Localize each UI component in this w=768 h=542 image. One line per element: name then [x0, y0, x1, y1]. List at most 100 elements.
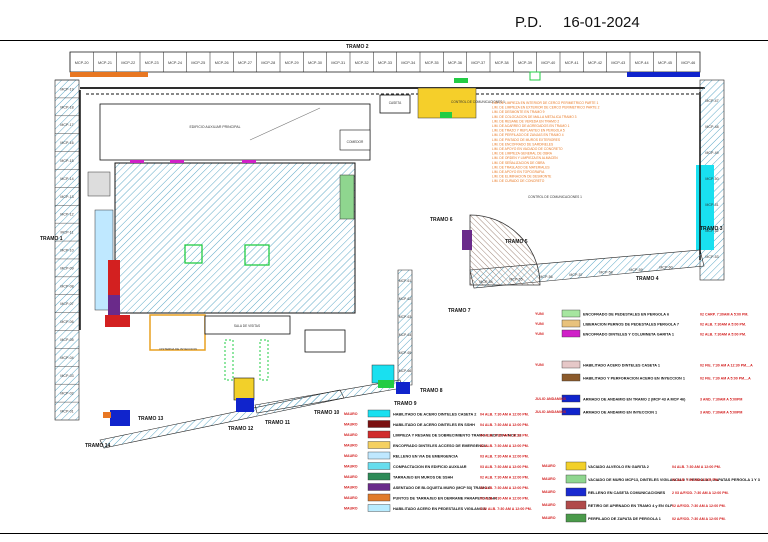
mcp-label-top: MCP-20: [75, 61, 89, 65]
legend-text: HABILITADO Y PERFORACION ACERO EN INYECC…: [583, 377, 685, 381]
legend-detail: 04 ALB. 7:30 AM A 12:00 PM.: [480, 423, 529, 427]
caseta-box: [379, 94, 411, 114]
legend-detail: 3 AND. 7:30AM A 5:00PM: [700, 411, 742, 415]
tramo-label: TRAMO 10: [314, 410, 340, 416]
mcp-label-left: MCP-16: [60, 141, 73, 145]
mcp-label-top: MCP-21: [98, 61, 112, 65]
tramo-label: TRAMO 8: [420, 388, 443, 394]
sala-box: [204, 315, 291, 335]
tramo-label: TRAMO 5: [505, 239, 528, 245]
mcp-label-top: MCP-38: [495, 61, 509, 65]
caseta2-green: [378, 380, 394, 388]
legend-text: LIMPIEZA Y RESANE DE SOBRECIMIENTO TRAMO…: [393, 434, 521, 438]
mcp-label-left: MCP-01: [60, 410, 73, 414]
mcp-label-left: MCP-14: [60, 177, 73, 181]
green-marker: [454, 78, 468, 83]
legend-detail: 02 ALB. 7:30 AM A 12:00 PM.: [480, 476, 529, 480]
mcp-label-left: MCP-15: [60, 159, 73, 163]
legend-text: ARMADO DE ANDAMIO EN INYECCION 1: [583, 411, 657, 415]
tramo-label: TRAMO 4: [636, 276, 659, 282]
legend-tag: MAURO: [344, 475, 358, 479]
legend-tag: MAURO: [344, 423, 358, 427]
legend-detail: 01 ALB. 7:30 AM A 12:00 PM.: [480, 497, 529, 501]
top-rule: [0, 40, 768, 41]
legend-swatch: [367, 430, 391, 439]
aux-line: [249, 107, 321, 141]
quarter-circle: [469, 214, 541, 286]
mcp-label-right: MCP-47: [705, 99, 718, 103]
mcp-label-top: MCP-39: [518, 61, 532, 65]
mcp-label-left: MCP-17: [60, 123, 73, 127]
legend-swatch: [367, 441, 391, 449]
mcp-label-top: MCP-33: [378, 61, 392, 65]
orange-note: LIM. DE APOYO EN TOPOGRAFIA: [492, 170, 545, 174]
legend-swatch: [367, 483, 391, 491]
mcp-label-top: MCP-40: [541, 61, 555, 65]
mcp-label-left: MCP-09: [60, 266, 73, 270]
tramo-label: TRAMO 6: [430, 217, 453, 223]
mcp-label-mid: MCP-58: [599, 270, 612, 274]
legend-detail: 04 ALB. 7:30 AM A 12:00 PM.: [480, 444, 529, 448]
mcp-label-left: MCP-13: [60, 195, 73, 199]
legend-text: RELLENO EN CASETA COMUNICACIONES: [588, 491, 666, 495]
tramo8-blue: [396, 382, 410, 394]
legend-swatch: [367, 451, 391, 460]
mcp-label-left: MCP-12: [60, 213, 73, 217]
orange-bar: [70, 72, 148, 77]
mcp-label-t7: MCP-65: [399, 351, 412, 355]
legend-text: ENCOFRADO DINTELES ACCESO DE EMERGENCIA: [393, 444, 488, 448]
legend-detail: 03 ALB. 7:30 AM A 12:00 PM.: [480, 455, 529, 459]
legend-swatch: [367, 504, 391, 512]
legend-detail: 02 ALB. 7:30 AM A 12:00 PM.: [480, 486, 529, 490]
legend-tag: JULIO ANDAMIOS: [535, 397, 567, 401]
tramo-label: TRAMO 7: [448, 308, 471, 314]
mcp-label-right: MCP-51: [705, 203, 718, 207]
legend-text: PUNTOS DE TARRAJEO EN DERRAME PARAPETO S…: [393, 497, 497, 501]
green-small: [440, 112, 452, 118]
legend-tag: YUNI: [535, 363, 544, 367]
legend-text: ARMADO DE ANDAMIO EN TRAMO 2 (MCP 43 A M…: [583, 398, 686, 402]
mcp-label-top: MCP-30: [308, 61, 322, 65]
mcp-label-top: MCP-34: [401, 61, 415, 65]
orange-note: LIM. DE LIMPIEZA GENERAL DE OBRA: [492, 152, 553, 156]
legend-detail: 04 ALB. 7:30 AM A 12:00 PM.: [480, 413, 529, 417]
room-central-mid: CONTROL DE COMUNICACIONES 1: [528, 195, 582, 199]
mcp-label-left: MCP-08: [60, 284, 73, 288]
legend-text: HABILITADO DE ACERO DINTELES CASETA 2: [393, 413, 476, 417]
legend-detail: 03 ALB. 7:30 AM A 12:00 PM.: [480, 465, 529, 469]
tramo-label: TRAMO 2: [346, 44, 369, 50]
legend-tag: YUNI: [535, 332, 544, 336]
legend-detail: 2 03 A/F/OD. 7:30 AM A 12:00 PM.: [672, 491, 729, 495]
legend-text: RELLENO EN VIA DE EMERGENCIA: [393, 455, 458, 459]
mcp-label-top: MCP-27: [238, 61, 252, 65]
tramo-label: TRAMO 3: [700, 226, 723, 232]
legend-text: TARRAJEO EN MUROS DE SSHH: [393, 476, 453, 480]
legend-swatch: [367, 409, 391, 418]
legend-tag: MAURO: [542, 490, 556, 494]
tramo-label: TRAMO 14: [85, 443, 111, 449]
legend-detail: 02 CARP. 7:30AM A 5:00 PM.: [700, 313, 748, 317]
green-side-block: [339, 174, 355, 220]
orange-note: LIM. DE ORDEN Y LIMPIEZA EN ALMACEN: [492, 156, 558, 160]
mcp-label-left: MCP-18: [60, 105, 73, 109]
legend-swatch: [561, 407, 581, 416]
legend-swatch: [565, 474, 587, 484]
legend-detail: 3 02 ALB. 7:30 AM A 12:00 PM.: [480, 507, 532, 511]
mcp-label-t7: MCP-66: [399, 369, 412, 373]
orange-note: LIM. DE APOYO EN VACIADO DE CONCRETO: [492, 147, 563, 151]
orange-note: LIM. DE LIMPIEZA EN INTERIOR DE CERCO PE…: [492, 101, 598, 105]
mcp-label-left: MCP-11: [61, 231, 74, 235]
room-comedor: COMEDOR: [347, 140, 364, 144]
legend-swatch: [561, 360, 581, 369]
mcp-label-right: MCP-52: [705, 229, 718, 233]
orange-note: LIM. DE PERFILADO DE ZANJAS EN TRAMO 4: [492, 133, 564, 137]
mcp-label-top: MCP-41: [565, 61, 579, 65]
date-label: 16-01-2024: [563, 14, 640, 31]
legend-swatch: [565, 487, 587, 497]
legend-tag: MAURO: [344, 433, 358, 437]
orange-note: LIM. DE DESMONTE EN TRAMO 9: [492, 110, 545, 114]
green-dash-a: [224, 339, 234, 381]
legend-tag: YUNI: [535, 312, 544, 316]
mcp-label-mid: MCP-55: [509, 278, 522, 282]
room-aux: EDIFICIO AUXILIAR PRINCIPAL: [189, 125, 240, 129]
